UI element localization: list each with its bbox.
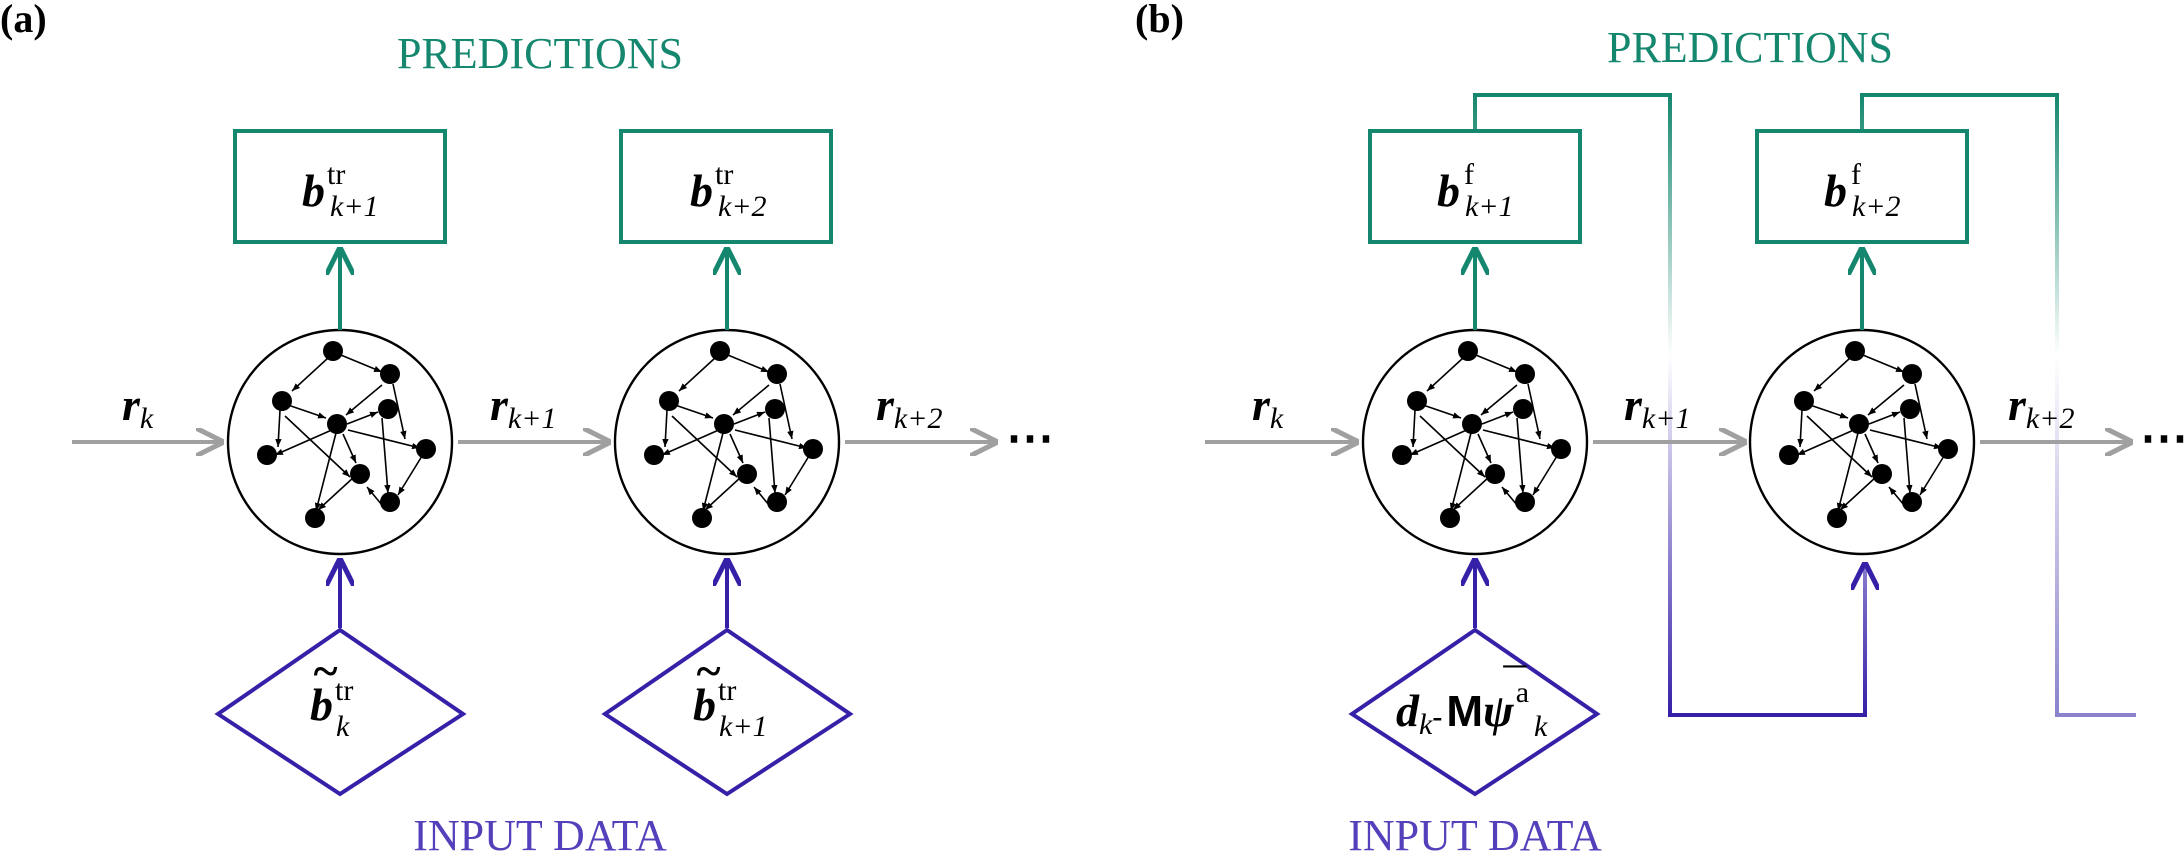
reservoir-network-b1 <box>1363 330 1587 554</box>
input-tilde-a1: ~ <box>312 645 338 696</box>
panel-a-state-label-0: rk <box>122 379 154 435</box>
panel-b-predictions-heading: PREDICTIONS <box>1607 23 1893 72</box>
output-box-b1 <box>1368 129 1582 244</box>
output-box-a1 <box>233 129 447 244</box>
panel-a-ellipsis: ⋯ <box>1006 412 1054 465</box>
input-label-b1: dk-Mψak <box>1396 676 1548 743</box>
panel-b-state-label-2: rk+2 <box>2008 379 2074 435</box>
panel-a-input-heading: INPUT DATA <box>413 811 667 853</box>
input-diamond-a2 <box>601 627 854 797</box>
panel-a-predictions-heading: PREDICTIONS <box>397 29 683 78</box>
output-box-a2 <box>619 129 833 244</box>
reservoir-network-b2 <box>1750 330 1974 554</box>
feedback-loop-b1 <box>1473 93 1865 717</box>
panel-b-state-label-1: rk+1 <box>1624 379 1690 435</box>
input-diamond-b1 <box>1348 627 1601 797</box>
panel-b-state-label-0: rk <box>1252 379 1284 435</box>
panel-a-label: (a) <box>0 0 47 41</box>
panel-b-input-heading: INPUT DATA <box>1348 811 1602 853</box>
reservoir-network-a1 <box>228 330 452 554</box>
panel-a: (a) PREDICTIONS INPUT DATA ⋯ rk rk+1 rk+… <box>0 0 1054 853</box>
output-box-b2 <box>1755 129 1969 244</box>
panel-b: (b) PREDICTIONS INPUT DATA ⋯ rk rk+1 rk+… <box>1135 0 2184 853</box>
feedback-loop-b2 <box>1860 93 2136 717</box>
panel-a-state-label-1: rk+1 <box>490 379 556 435</box>
panel-b-ellipsis: ⋯ <box>2140 412 2184 465</box>
input-tilde-a2: ~ <box>695 645 721 696</box>
reservoir-network-a2 <box>615 330 839 554</box>
panel-b-label: (b) <box>1135 0 1184 41</box>
panel-a-state-label-2: rk+2 <box>876 379 942 435</box>
input-psi-bar-b1: ¯ <box>1500 659 1527 710</box>
input-diamond-a1 <box>214 627 467 797</box>
